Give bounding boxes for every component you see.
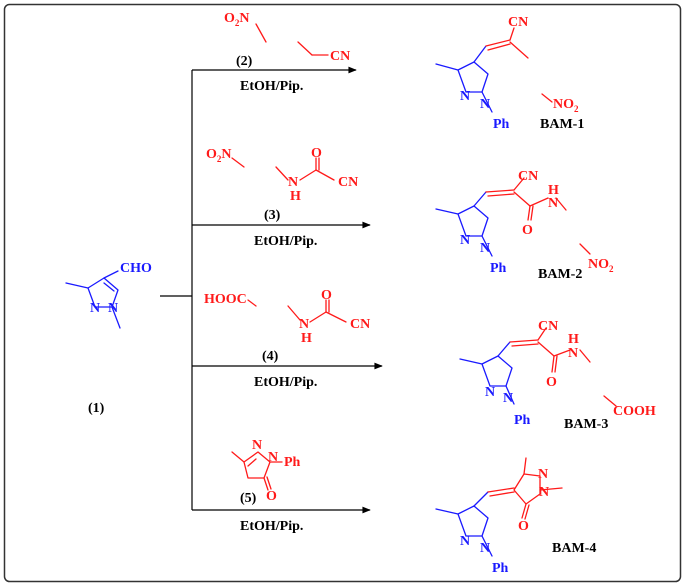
reagent-4-nitrile: CN (350, 317, 370, 332)
bam-3-amide-n: N (568, 346, 578, 361)
bam-4-core (384, 489, 493, 557)
reagent-label-2: (2) (236, 54, 253, 69)
reagent-label-5: (5) (240, 491, 257, 506)
bam-2-nitrile: CN (518, 169, 538, 184)
bam-2-nitro: NO2 (588, 257, 614, 274)
reagent-4-structure (247, 292, 347, 323)
reagent-3-nitrile: CN (338, 175, 358, 190)
reagent-4-amide-h: H (301, 331, 312, 346)
pyrazole-n2: N (90, 301, 100, 316)
reagent-4-amide-n: N (299, 317, 309, 332)
bam-2-n2: N (460, 233, 470, 248)
scheme-frame (3, 3, 682, 583)
reagent-3-oxygen: O (311, 146, 322, 161)
bam-3-phenyl: Ph (514, 413, 531, 428)
bam-1-arylidene (485, 27, 556, 103)
bam-3-oxygen: O (546, 375, 557, 390)
bam-4-pyrazolone (487, 457, 592, 520)
bam-2-amide-h: H (548, 183, 559, 198)
bam-3-core (408, 339, 515, 405)
bam-3-amide-h: H (568, 332, 579, 347)
bam-2-oxygen: O (522, 223, 533, 238)
bam-2-phenyl: Ph (490, 261, 507, 276)
bam-4-n2: N (460, 534, 470, 549)
reagent-5-n1: N (252, 438, 262, 453)
pyrazole-n1: N (108, 301, 118, 316)
bam-2-amide-n: N (548, 196, 558, 211)
reagent-2-structure (255, 23, 329, 56)
reagent-5-n2: N (268, 450, 278, 465)
reagent-4-carboxylic-acid: HOOC (204, 292, 247, 307)
bam-2-n1: N (480, 241, 490, 256)
reagent-2-nitrile: CN (330, 49, 350, 64)
bam-3-acrylamide (509, 327, 618, 407)
reagent-label-3: (3) (264, 208, 281, 223)
branch-lines (160, 70, 193, 510)
bam-4-ring-n2: N (539, 485, 549, 500)
bam-1-nitro: NO2 (553, 97, 579, 114)
conditions-2: EtOH/Pip. (254, 234, 317, 249)
bam-3-carboxylic-acid: COOH (613, 404, 656, 419)
bam-2-core (384, 189, 493, 257)
reagent-5-phenyl: Ph (284, 455, 301, 470)
bam-1-n1: N (480, 97, 490, 112)
bam-1-core (384, 44, 493, 113)
conditions-1: EtOH/Pip. (240, 79, 303, 94)
bam-4-ring-n1: N (538, 467, 548, 482)
product-label-bam-3: BAM-3 (564, 417, 608, 432)
bam-1-nitrile: CN (508, 15, 528, 30)
reagent-5-oxygen: O (266, 489, 277, 504)
reagent-3-nitro: O2N (206, 147, 232, 164)
aldehyde-group: CHO (120, 261, 152, 276)
reagent-3-structure (231, 153, 335, 181)
reagent-3-amide-h: H (290, 189, 301, 204)
reagent-5-structure (231, 451, 283, 491)
reagent-label-4: (4) (262, 349, 279, 364)
bam-4-n1: N (480, 541, 490, 556)
compound-label-1: (1) (88, 401, 105, 416)
bam-2-acrylamide (485, 177, 594, 255)
product-label-bam-2: BAM-2 (538, 267, 582, 282)
reagent-4-oxygen: O (321, 288, 332, 303)
reagent-3-amide-n: N (288, 175, 298, 190)
reagent-2-nitro: O2N (224, 11, 250, 28)
bam-3-n1: N (503, 391, 513, 406)
bam-1-n2: N (460, 89, 470, 104)
product-label-bam-1: BAM-1 (540, 117, 584, 132)
bam-4-phenyl: Ph (492, 561, 509, 576)
bam-3-n2: N (485, 385, 495, 400)
product-label-bam-4: BAM-4 (552, 541, 596, 556)
conditions-3: EtOH/Pip. (254, 375, 317, 390)
starting-material-structure (14, 270, 142, 364)
bam-4-oxygen: O (518, 519, 529, 534)
bam-1-phenyl: Ph (493, 117, 510, 132)
bam-3-nitrile: CN (538, 319, 558, 334)
conditions-4: EtOH/Pip. (240, 519, 303, 534)
